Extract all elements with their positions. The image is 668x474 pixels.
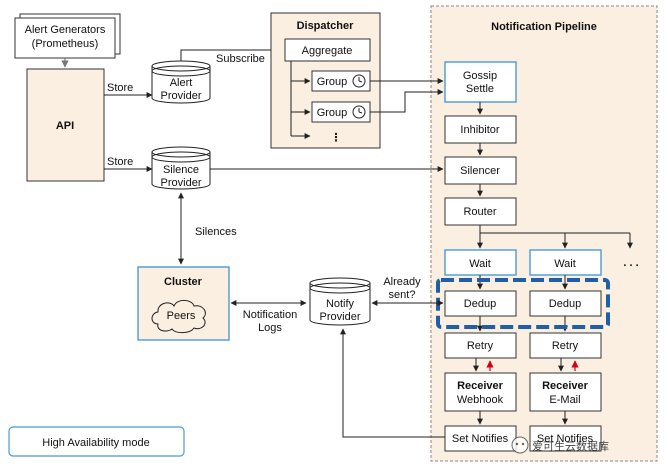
more-groups: ⋮	[331, 132, 342, 144]
watermark: 爱可生云数据库	[511, 436, 609, 454]
receiver-email-box: Receiver E-Mail	[529, 372, 602, 412]
svg-text:Notification: Notification	[243, 309, 297, 321]
svg-text:Retry: Retry	[467, 340, 494, 352]
svg-text:Provider: Provider	[161, 177, 202, 189]
svg-text:Set Notifies: Set Notifies	[537, 433, 594, 445]
wait-box-2: Wait	[529, 249, 602, 276]
set-notifies-box-2: Set Notifies	[529, 425, 602, 452]
retry-box-2: Retry	[529, 332, 602, 359]
cloud-icon	[151, 299, 206, 334]
dedup-box-2: Dedup	[529, 290, 602, 317]
svg-text:Dedup: Dedup	[549, 298, 581, 310]
svg-text:High Availability mode: High Availability mode	[42, 437, 149, 449]
svg-text:Silence: Silence	[163, 164, 199, 176]
clock-icon	[352, 74, 366, 88]
svg-text:Logs: Logs	[258, 322, 282, 334]
dispatcher-title: Dispatcher	[297, 20, 355, 32]
dispatcher-panel: Dispatcher Aggregate Group Group ⋮	[270, 12, 381, 149]
api-label: API	[56, 120, 74, 132]
svg-text:Gossip: Gossip	[463, 70, 497, 82]
set-notifies-box-1: Set Notifies	[444, 425, 517, 452]
svg-text:Webhook: Webhook	[457, 394, 504, 406]
pipeline-title: Notification Pipeline	[491, 21, 597, 33]
svg-text:Group: Group	[317, 76, 348, 88]
cluster-title: Cluster	[164, 276, 203, 288]
svg-text:Alert: Alert	[170, 77, 193, 89]
dedup-box-1: Dedup	[444, 290, 517, 317]
wait-box-1: Wait	[444, 249, 517, 276]
svg-text:Peers: Peers	[167, 310, 196, 322]
svg-text:Provider: Provider	[161, 90, 202, 102]
api-box: API	[26, 68, 105, 182]
gossip-settle-box: Gossip Settle	[444, 61, 517, 103]
svg-text:Set Notifies: Set Notifies	[452, 433, 509, 445]
legend-ha-mode: High Availability mode	[8, 426, 185, 457]
retry-box-1: Retry	[444, 332, 517, 359]
silencer-box: Silencer	[444, 156, 517, 185]
svg-text:Silences: Silences	[195, 226, 237, 238]
svg-text:(Prometheus): (Prometheus)	[32, 38, 99, 50]
router-box: Router	[444, 197, 517, 226]
svg-text:Aggregate: Aggregate	[302, 45, 353, 57]
notify-provider-cylinder: Notify Provider	[309, 277, 371, 326]
svg-text:Settle: Settle	[466, 83, 494, 95]
svg-text:Receiver: Receiver	[542, 380, 589, 392]
receiver-webhook-box: Receiver Webhook	[444, 372, 517, 412]
svg-text:Silencer: Silencer	[460, 165, 500, 177]
svg-text:Wait: Wait	[554, 258, 576, 270]
aggregate-box	[284, 38, 371, 62]
alert-provider-cylinder: Alert Provider	[151, 60, 211, 104]
svg-text:Already: Already	[383, 276, 421, 288]
svg-text:Inhibitor: Inhibitor	[460, 124, 499, 136]
svg-text:sent?: sent?	[389, 289, 416, 301]
alert-generators: Alert Generators (Prometheus)	[14, 13, 121, 59]
svg-text:Receiver: Receiver	[457, 380, 504, 392]
set-notifies-to-provider-arrow	[340, 328, 445, 438]
svg-text:Dedup: Dedup	[464, 298, 496, 310]
svg-text:Retry: Retry	[552, 340, 579, 352]
svg-text:Group: Group	[317, 107, 348, 119]
svg-text:爱可生云数据库: 爱可生云数据库	[532, 439, 609, 453]
silence-provider-cylinder: Silence Provider	[151, 146, 211, 190]
svg-text:Subscribe: Subscribe	[216, 53, 265, 65]
svg-text:Alert Generators: Alert Generators	[25, 24, 106, 36]
more-receivers: . . .	[623, 257, 638, 269]
svg-text:Store: Store	[107, 82, 133, 94]
svg-text:Notify: Notify	[326, 298, 355, 310]
svg-text:Provider: Provider	[320, 311, 361, 323]
svg-text:Store: Store	[107, 156, 133, 168]
clock-icon	[352, 105, 366, 119]
subscribe-arrow	[180, 47, 285, 61]
cluster-box: Cluster Peers	[137, 266, 230, 341]
inhibitor-box: Inhibitor	[444, 115, 517, 144]
svg-text:Router: Router	[463, 206, 496, 218]
svg-text:Wait: Wait	[469, 258, 491, 270]
svg-text:E-Mail: E-Mail	[549, 394, 580, 406]
